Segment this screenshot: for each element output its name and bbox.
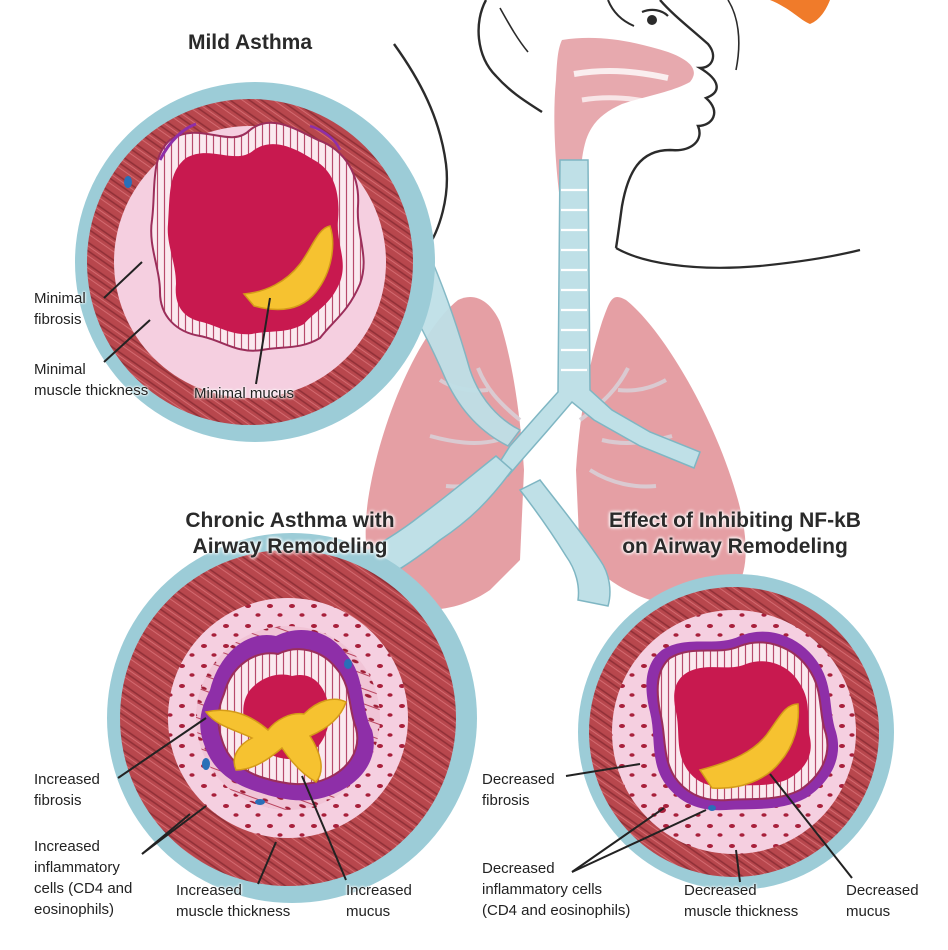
mild-muscle-label: Minimal muscle thickness — [34, 359, 148, 401]
mild-muscle-line-1: Minimal — [34, 359, 148, 380]
chronic-cells-line-3: cells (CD4 and — [34, 878, 132, 899]
nfkb-muscle-line-1: Decreased — [684, 880, 798, 901]
nfkb-effect-title: Effect of Inhibiting NF-kB on Airway Rem… — [560, 508, 910, 560]
nfkb-fibrosis-line-1: Decreased — [482, 769, 555, 790]
head-profile-illustration — [394, 0, 860, 268]
nfkb-mucus-line-2: mucus — [846, 901, 919, 922]
chronic-cells-line-4: eosinophils) — [34, 899, 132, 920]
nfkb-mucus-line-1: Decreased — [846, 880, 919, 901]
nfkb-cells-label: Decreased inflammatory cells (CD4 and eo… — [482, 858, 630, 921]
nfkb-title-line-1: Effect of Inhibiting NF-kB — [560, 508, 910, 534]
chronic-cells-line-2: inflammatory — [34, 857, 132, 878]
nfkb-cells-line-2: inflammatory cells — [482, 879, 630, 900]
chronic-cells-label: Increased inflammatory cells (CD4 and eo… — [34, 836, 132, 920]
nfkb-cells-line-1: Decreased — [482, 858, 630, 879]
mild-mucus-line-1: Minimal mucus — [194, 383, 294, 404]
chronic-fibrosis-line-1: Increased — [34, 769, 100, 790]
mild-fibrosis-label: Minimal fibrosis — [34, 288, 86, 330]
mild-asthma-title: Mild Asthma — [130, 30, 370, 56]
nfkb-muscle-label: Decreased muscle thickness — [684, 880, 798, 922]
mild-muscle-line-2: muscle thickness — [34, 380, 148, 401]
chronic-mucus-line-1: Increased — [346, 880, 412, 901]
mild-fibrosis-line-2: fibrosis — [34, 309, 86, 330]
chronic-airway-cross-section — [107, 533, 477, 903]
chronic-muscle-line-1: Increased — [176, 880, 290, 901]
chronic-mucus-line-2: mucus — [346, 901, 412, 922]
chronic-fibrosis-label: Increased fibrosis — [34, 769, 100, 811]
chronic-muscle-label: Increased muscle thickness — [176, 880, 290, 922]
nfkb-cells-line-3: (CD4 and eosinophils) — [482, 900, 630, 921]
chronic-fibrosis-line-2: fibrosis — [34, 790, 100, 811]
nfkb-mucus-label: Decreased mucus — [846, 880, 919, 922]
nfkb-title-line-2: on Airway Remodeling — [560, 534, 910, 560]
chronic-cells-line-1: Increased — [34, 836, 132, 857]
nfkb-fibrosis-line-2: fibrosis — [482, 790, 555, 811]
chronic-mucus-label: Increased mucus — [346, 880, 412, 922]
nfkb-airway-cross-section — [578, 574, 894, 890]
nfkb-fibrosis-label: Decreased fibrosis — [482, 769, 555, 811]
chronic-asthma-title: Chronic Asthma with Airway Remodeling — [140, 508, 440, 560]
mild-fibrosis-line-1: Minimal — [34, 288, 86, 309]
nfkb-muscle-line-2: muscle thickness — [684, 901, 798, 922]
chronic-title-line-1: Chronic Asthma with — [140, 508, 440, 534]
chronic-muscle-line-2: muscle thickness — [176, 901, 290, 922]
chronic-title-line-2: Airway Remodeling — [140, 534, 440, 560]
mild-mucus-label: Minimal mucus — [194, 383, 294, 404]
